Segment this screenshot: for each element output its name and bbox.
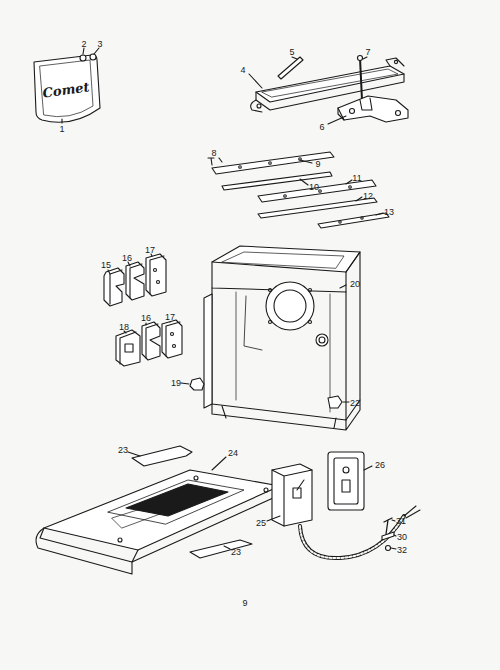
callout-number: 3 [97,40,102,49]
callout-number: 13 [384,208,394,217]
callout-number: 16 [122,254,132,263]
callout-number: 15 [101,261,111,270]
callout-number: 23 [118,446,128,455]
callout-number: 5 [289,48,294,57]
callout-number: 10 [309,183,319,192]
callout-number: 18 [119,323,129,332]
callout-number: 31 [396,517,406,526]
callout-number: 17 [145,246,155,255]
callout-number: 12 [363,192,373,201]
callout-number: 8 [211,149,216,158]
page-number: 9 [242,599,247,608]
callout-number: 17 [165,313,175,322]
callout-number: 24 [228,449,238,458]
callout-number: 11 [352,174,361,183]
callout-number: 16 [141,314,151,323]
callout-number: 7 [365,48,370,57]
callout-number: 19 [171,379,181,388]
callout-number: 1 [59,125,64,134]
callout-number: 26 [375,461,385,470]
callout-number: 2 [81,40,86,49]
callout-number: 23 [231,548,241,557]
callout-number: 30 [397,533,407,542]
callout-number: 4 [240,66,245,75]
callout-number: 6 [319,123,324,132]
callout-number: 25 [256,519,266,528]
callout-number: 9 [315,160,320,169]
callout-number: 22 [350,399,360,408]
callout-number: 32 [397,546,407,555]
callout-number: 20 [350,280,360,289]
